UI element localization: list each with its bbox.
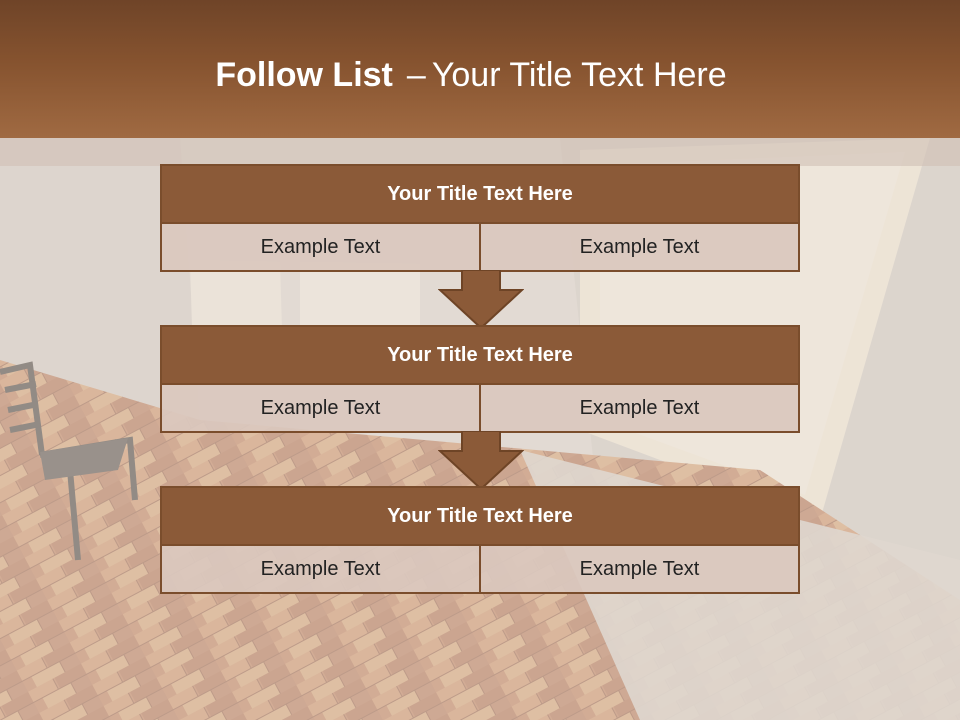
slide-title-rest: Your Title Text Here	[431, 56, 727, 94]
step-1-row: Example Text Example Text	[162, 224, 798, 270]
step-3-title: Your Title Text Here	[162, 488, 798, 546]
flow-step-2: Your Title Text Here Example Text Exampl…	[160, 325, 800, 433]
slide-title: Follow List–Your Title Text Here	[0, 54, 942, 96]
step-3-left-text: Example Text	[162, 546, 479, 592]
step-3-row: Example Text Example Text	[162, 546, 798, 592]
flow-step-3: Your Title Text Here Example Text Exampl…	[160, 486, 800, 594]
slide-title-separator: –	[406, 56, 426, 94]
down-arrow-icon	[438, 270, 524, 330]
header-bar: Follow List–Your Title Text Here	[0, 0, 960, 138]
step-1-right-text: Example Text	[479, 224, 798, 270]
down-arrow-icon	[438, 431, 524, 491]
slide-title-bold: Follow List	[215, 56, 393, 94]
step-2-right-text: Example Text	[479, 385, 798, 431]
step-2-row: Example Text Example Text	[162, 385, 798, 431]
step-2-left-text: Example Text	[162, 385, 479, 431]
step-1-left-text: Example Text	[162, 224, 479, 270]
step-2-title: Your Title Text Here	[162, 327, 798, 385]
step-3-right-text: Example Text	[479, 546, 798, 592]
step-1-title: Your Title Text Here	[162, 166, 798, 224]
flow-step-1: Your Title Text Here Example Text Exampl…	[160, 164, 800, 272]
